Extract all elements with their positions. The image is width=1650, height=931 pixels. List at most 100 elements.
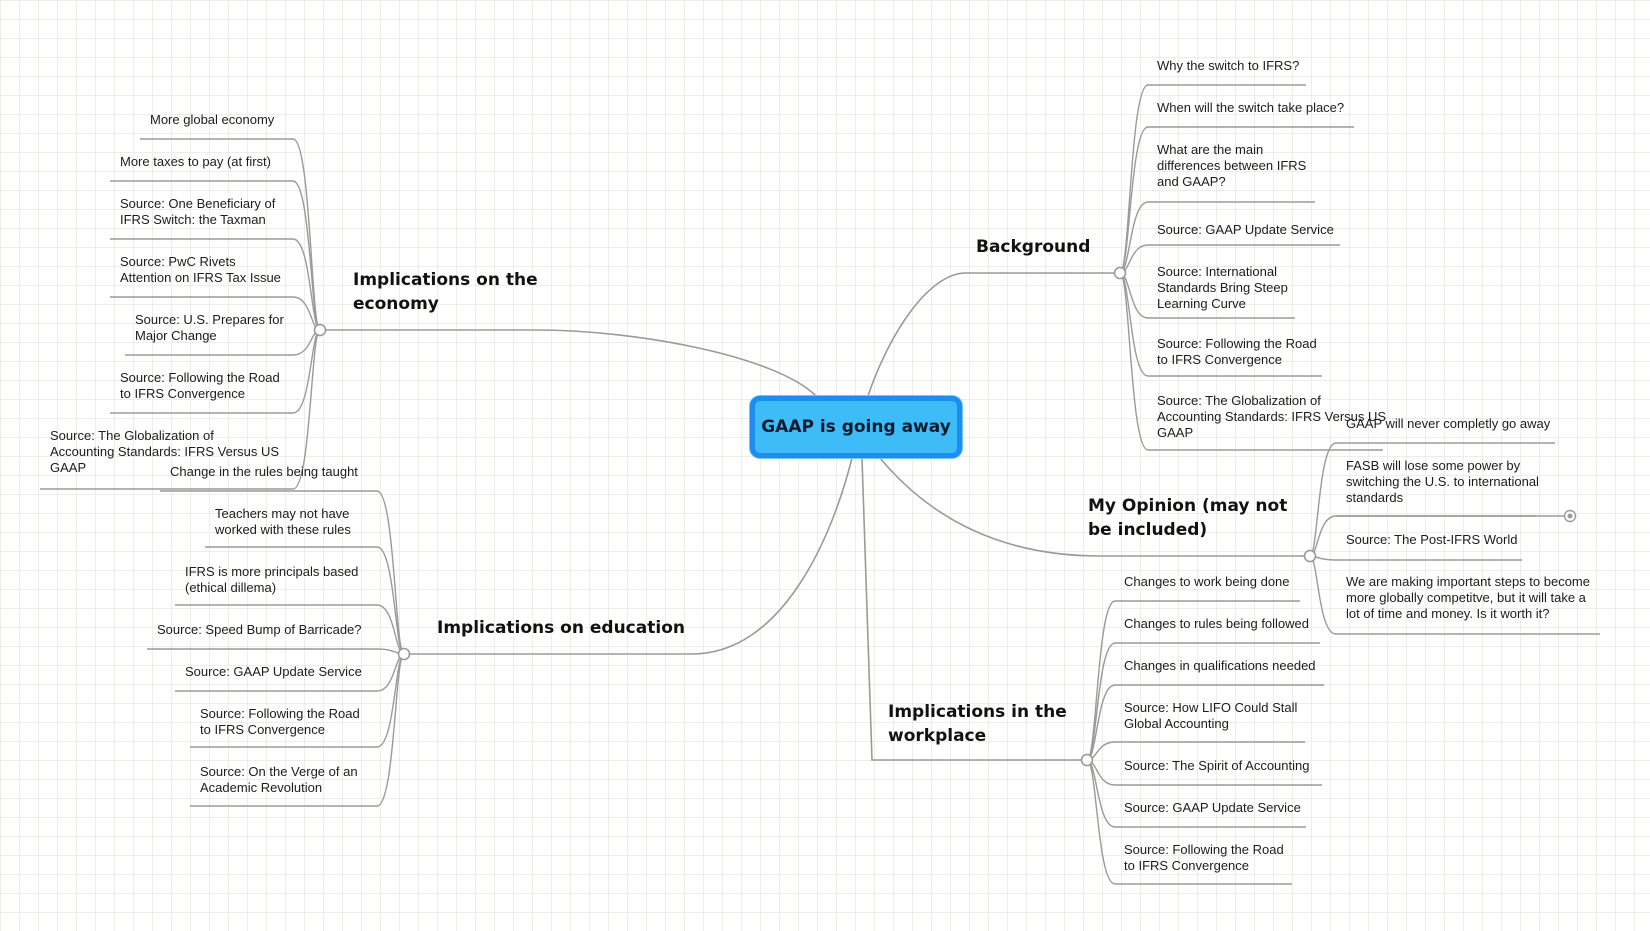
subtopic-line: to IFRS Convergence [200,722,326,737]
subtopic[interactable]: More taxes to pay (at first) [120,154,271,170]
subtopic-line: Standards Bring Steep [1157,280,1288,295]
branch-topic[interactable]: Implications on education [437,616,685,640]
subtopic[interactable]: Why the switch to IFRS? [1157,58,1299,74]
subtopic-line: What are the main [1157,142,1264,157]
branch-topic-line: Implications on education [437,618,685,638]
subtopic-line: Source: Speed Bump of Barricade? [157,622,362,637]
subtopic[interactable]: Source: The Spirit of Accounting [1124,758,1309,774]
subtopic-line: to IFRS Convergence [1157,352,1283,367]
collapse-toggle-icon[interactable] [397,647,411,661]
subtopic[interactable]: GAAP will never completly go away [1346,416,1550,432]
subtopic[interactable]: Source: Speed Bump of Barricade? [157,622,362,638]
subtopic-line: GAAP [50,460,87,475]
leaf-connector [190,653,405,807]
subtopic[interactable]: When will the switch take place? [1157,100,1344,116]
subtopic-line: to IFRS Convergence [1124,858,1250,873]
subtopic-line: standards [1346,490,1404,505]
branch-topic-line: Implications on the [353,270,538,290]
subtopic[interactable]: Changes to work being done [1124,574,1290,590]
branch-connector [404,457,853,655]
subtopic-line: Academic Revolution [200,780,323,795]
subtopic[interactable]: Source: GAAP Update Service [1157,222,1334,238]
subtopic-line: IFRS is more principals based [185,564,359,579]
subtopic[interactable]: IFRS is more principals based(ethical di… [185,564,358,596]
branch-connector [320,329,817,397]
leaf-connector [1086,642,1320,761]
subtopic-line: GAAP will never completly go away [1346,416,1551,431]
subtopic-line: Source: The Spirit of Accounting [1124,758,1310,773]
subtopic-line: Source: Following the Road [1124,842,1284,857]
collapse-toggle-icon[interactable] [1080,753,1094,767]
subtopic-line: (ethical dillema) [185,580,277,595]
subtopic-line: Global Accounting [1124,716,1229,731]
subtopic[interactable]: Change in the rules being taught [170,464,358,480]
leaf-connector [1309,555,1522,561]
subtopic-line: lot of time and money. Is it worth it? [1346,606,1550,621]
subtopic[interactable]: Source: The Post-IFRS World [1346,532,1517,548]
subtopic-line: Source: GAAP Update Service [185,664,362,679]
subtopic[interactable]: More global economy [150,112,274,128]
collapse-toggle-icon[interactable] [1303,549,1317,563]
leaf-connector [147,648,405,655]
branch-connector [861,457,1087,761]
branch-topic[interactable]: Background [976,235,1090,259]
branch-topic-line: My Opinion (may not [1088,496,1288,516]
subtopic[interactable]: Changes in qualifications needed [1124,658,1316,674]
branch-connector [867,272,1120,397]
branch-topic-line: workplace [888,726,987,746]
subtopic[interactable]: Source: GAAP Update Service [185,664,362,680]
subtopic-line: Major Change [135,328,217,343]
branch-topic[interactable]: Implications on the economy [353,268,538,316]
subtopic-line: Source: One Beneficiary of [120,196,276,211]
subtopic-line: Source: Following the Road [1157,336,1317,351]
subtopic-line: We are making important steps to become [1346,574,1590,589]
subtopic-line: Source: The Globalization of [50,428,214,443]
subtopic[interactable]: Changes to rules being followed [1124,616,1309,632]
branch-connector [879,457,1310,557]
subtopic-line: Source: How LIFO Could Stall [1124,700,1298,715]
subtopic-line: Change in the rules being taught [170,464,358,479]
subtopic-line: Source: On the Verge of an [200,764,358,779]
collapse-toggle-icon[interactable] [1113,266,1127,280]
subtopic-line: Source: The Globalization of [1157,393,1321,408]
subtopic-line: Source: The Post-IFRS World [1346,532,1518,547]
branch-topic-line: economy [353,294,439,314]
collapse-toggle-icon[interactable] [313,323,327,337]
subtopic-line: and GAAP? [1157,174,1226,189]
leaf-connector [1119,272,1383,451]
subtopic-line: Changes to rules being followed [1124,616,1310,631]
branch-topic-line: be included) [1088,520,1208,540]
subtopic-line: Why the switch to IFRS? [1157,58,1300,73]
expand-toggle-dot [1567,513,1573,519]
subtopic-line: GAAP [1157,425,1194,440]
subtopic-line: more globally competitve, but it will ta… [1346,590,1586,605]
subtopic-line: FASB will lose some power by [1346,458,1521,473]
subtopic-line: Accounting Standards: IFRS Versus US [50,444,280,459]
subtopic-line: Source: Following the Road [120,370,280,385]
subtopic[interactable]: Source: GAAP Update Service [1124,800,1301,816]
branch-topic-line: Background [976,237,1091,257]
subtopic-line: Source: U.S. Prepares for [135,312,284,327]
subtopic-line: When will the switch take place? [1157,100,1345,115]
subtopic-line: Source: GAAP Update Service [1157,222,1334,237]
central-topic[interactable]: GAAP is going away [750,396,962,458]
branch-topic[interactable]: My Opinion (may not be included) [1088,494,1287,542]
